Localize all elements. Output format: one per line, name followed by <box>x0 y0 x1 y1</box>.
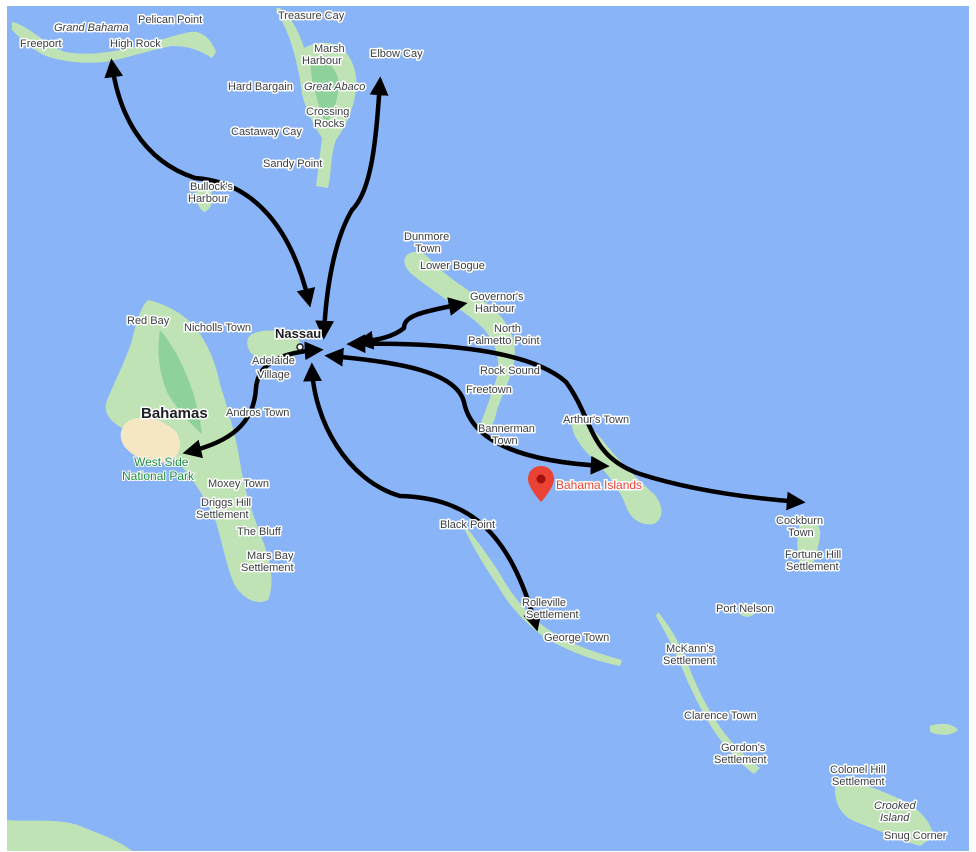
label-mckanns-2[interactable]: Settlement <box>662 654 718 669</box>
label-rolleville-2[interactable]: Settlement <box>525 608 581 623</box>
label-crooked-2[interactable]: Island <box>879 811 912 826</box>
route-arrows <box>104 58 806 632</box>
label-crossing-rocks-2[interactable]: Rocks <box>313 117 347 132</box>
label-mars-bay-2[interactable]: Settlement <box>240 561 296 576</box>
label-colonel-hill-1[interactable]: Colonel Hill <box>829 763 888 778</box>
route-arrow-grand-bahama <box>104 58 316 308</box>
label-dunmore-1[interactable]: Dunmore <box>403 230 451 245</box>
label-marsh-harbour-2[interactable]: Harbour <box>301 54 344 69</box>
label-treasure-cay[interactable]: Treasure Cay <box>277 9 347 24</box>
route-arrow-conception <box>346 334 806 511</box>
label-arthurs-town[interactable]: Arthur's Town <box>562 413 631 428</box>
label-adelaide-1[interactable]: Adelaide <box>251 354 297 369</box>
label-dunmore-2[interactable]: Town <box>414 242 443 257</box>
label-nassau[interactable]: Nassau <box>274 325 323 343</box>
label-gordons-1[interactable]: Gordon's <box>720 741 768 756</box>
label-the-bluff[interactable]: The Bluff <box>236 525 284 540</box>
label-grand-bahama[interactable]: Grand Bahama <box>53 21 131 36</box>
label-nicholls-town[interactable]: Nicholls Town <box>183 321 253 336</box>
map-canvas[interactable]: Grand Bahama Pelican Point Freeport High… <box>7 6 969 851</box>
map-pin-icon[interactable] <box>528 466 554 502</box>
island-crooked <box>834 780 934 846</box>
label-driggs-hill-1[interactable]: Driggs Hill <box>200 496 253 511</box>
label-marsh-harbour-1[interactable]: Marsh <box>313 42 347 57</box>
label-bullocks-2[interactable]: Harbour <box>187 192 230 207</box>
label-fortune-hill-2[interactable]: Settlement <box>785 560 841 575</box>
label-cockburn-2[interactable]: Town <box>787 526 816 541</box>
label-red-bay[interactable]: Red Bay <box>126 314 172 329</box>
route-arrow-exuma <box>303 362 542 632</box>
label-gordons-2[interactable]: Settlement <box>713 753 769 768</box>
label-rock-sound[interactable]: Rock Sound <box>479 364 542 379</box>
route-arrow-abaco <box>315 76 389 340</box>
label-crooked-1[interactable]: Crooked <box>873 799 918 814</box>
label-andros-town[interactable]: Andros Town <box>225 406 291 421</box>
label-freeport[interactable]: Freeport <box>19 37 64 52</box>
label-great-abaco[interactable]: Great Abaco <box>303 80 367 95</box>
label-north-palmetto-2[interactable]: Palmetto Point <box>467 334 542 349</box>
label-snug-corner[interactable]: Snug Corner <box>883 829 949 844</box>
label-george-town[interactable]: George Town <box>543 631 611 646</box>
label-adelaide-2[interactable]: Village <box>256 368 292 383</box>
land-cuba-edge <box>7 820 132 851</box>
label-west-side-2[interactable]: National Park <box>121 468 196 484</box>
label-colonel-hill-2[interactable]: Settlement <box>831 775 887 790</box>
label-crossing-rocks-1[interactable]: Crossing <box>305 105 351 120</box>
island-grand-bahama <box>12 22 216 63</box>
label-sandy-point[interactable]: Sandy Point <box>262 157 324 172</box>
label-freetown[interactable]: Freetown <box>465 383 514 398</box>
nassau-dot[interactable] <box>296 343 304 351</box>
label-governors-1[interactable]: Governor's <box>469 290 526 305</box>
label-bahamas[interactable]: Bahamas <box>140 404 210 424</box>
label-high-rock[interactable]: High Rock <box>109 37 163 52</box>
label-mckanns-1[interactable]: McKann's <box>665 642 716 657</box>
island-rum-cay <box>740 604 756 617</box>
route-arrow-andros <box>182 341 324 459</box>
label-bullocks-1[interactable]: Bullock's <box>189 180 236 195</box>
label-pelican-point[interactable]: Pelican Point <box>137 13 204 28</box>
label-fortune-hill-1[interactable]: Fortune Hill <box>784 548 843 563</box>
label-north-palmetto-1[interactable]: North <box>493 322 523 337</box>
label-driggs-hill-2[interactable]: Settlement <box>195 508 251 523</box>
label-castaway-cay[interactable]: Castaway Cay <box>230 125 304 140</box>
label-governors-2[interactable]: Harbour <box>474 302 517 317</box>
label-moxey-town[interactable]: Moxey Town <box>207 477 271 492</box>
label-clarence-town[interactable]: Clarence Town <box>683 709 759 724</box>
label-bannerman-1[interactable]: Bannerman <box>477 422 537 437</box>
label-bahama-islands[interactable]: Bahama Islands <box>555 477 644 494</box>
label-cockburn-1[interactable]: Cockburn <box>775 514 825 529</box>
label-port-nelson[interactable]: Port Nelson <box>715 602 775 617</box>
andros-sand <box>120 417 181 464</box>
island-acklins <box>930 723 958 735</box>
map-frame[interactable]: Grand Bahama Pelican Point Freeport High… <box>7 6 969 851</box>
label-rolleville-1[interactable]: Rolleville <box>521 596 568 611</box>
label-black-point[interactable]: Black Point <box>439 518 497 533</box>
island-conception <box>797 518 821 572</box>
label-west-side-1[interactable]: West Side <box>133 454 190 470</box>
island-long <box>656 612 760 774</box>
place-labels: Grand Bahama Pelican Point Freeport High… <box>19 9 949 844</box>
label-hard-bargain[interactable]: Hard Bargain <box>227 80 295 95</box>
label-mars-bay-1[interactable]: Mars Bay <box>246 549 296 564</box>
label-lower-bogue[interactable]: Lower Bogue <box>419 259 487 274</box>
label-elbow-cay[interactable]: Elbow Cay <box>369 47 425 62</box>
label-bannerman-2[interactable]: Town <box>491 434 520 449</box>
